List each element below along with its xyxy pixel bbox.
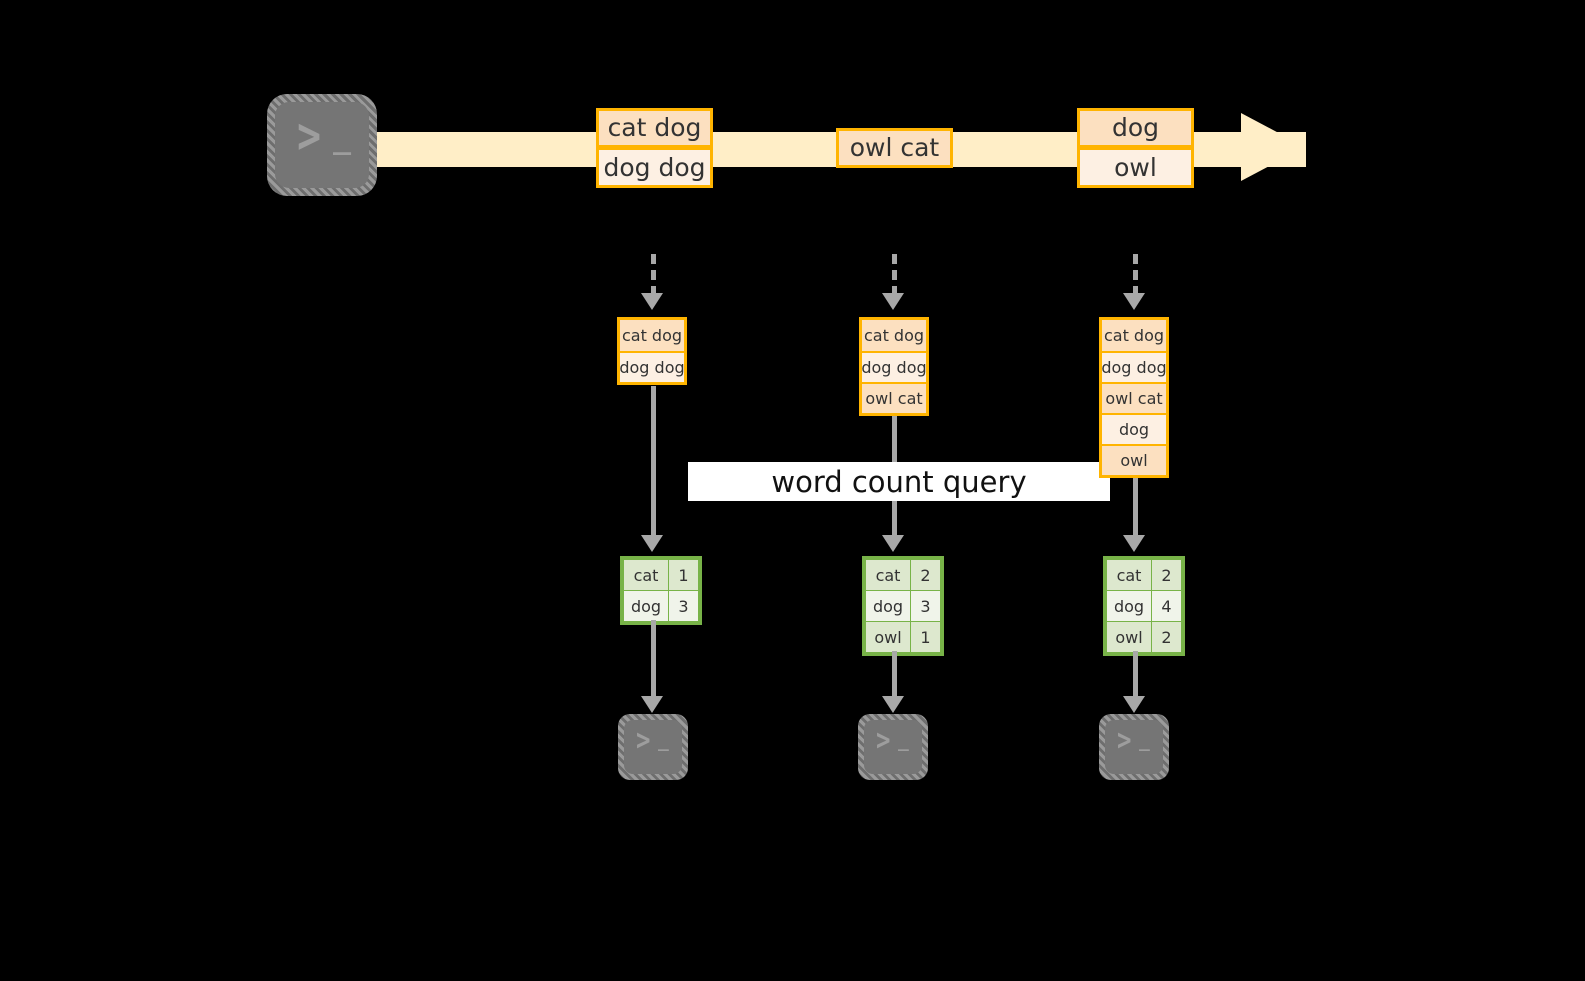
- result-word: owl: [1106, 621, 1152, 653]
- log-row: dog dog: [1101, 351, 1167, 382]
- stream-event-line: owl: [1077, 148, 1194, 188]
- query-arrow-head-icon-3: [1123, 535, 1145, 552]
- result-count: 2: [910, 559, 941, 591]
- prompt-cursor-icon: _: [333, 121, 352, 156]
- prompt-cursor-icon: _: [658, 731, 669, 752]
- sink-terminal-icon-3: > _: [1099, 714, 1169, 780]
- table-row: owl 2: [1106, 621, 1182, 653]
- log-stack-1: cat dog dog dog: [617, 317, 687, 385]
- prompt-cursor-icon: _: [898, 731, 909, 752]
- query-arrow-head-icon-2: [882, 535, 904, 552]
- log-row: dog dog: [861, 351, 927, 382]
- tap-arrow-line-3: [1133, 254, 1138, 296]
- sink-terminal-icon-2: > _: [858, 714, 928, 780]
- result-count: 1: [668, 559, 699, 591]
- table-row: owl 1: [865, 621, 941, 653]
- sink-terminal-screen: > _: [864, 720, 922, 774]
- table-row: dog 4: [1106, 590, 1182, 622]
- result-table-2: cat 2 dog 3 owl 1: [862, 556, 944, 656]
- stream-event-line: owl cat: [836, 128, 953, 168]
- result-word: cat: [623, 559, 669, 591]
- sink-arrow-head-icon-1: [641, 696, 663, 713]
- log-row: cat dog: [1102, 320, 1166, 351]
- log-row: cat dog: [862, 320, 926, 351]
- query-label-text: word count query: [771, 464, 1027, 499]
- log-row: owl cat: [862, 382, 926, 413]
- query-arrow-line-3: [1133, 477, 1138, 538]
- result-table-3: cat 2 dog 4 owl 2: [1103, 556, 1185, 656]
- prompt-chevron-icon: >: [1117, 722, 1132, 758]
- prompt-chevron-icon: >: [636, 722, 651, 758]
- result-word: owl: [865, 621, 911, 653]
- sink-arrow-line-3: [1133, 651, 1138, 698]
- stream-event-line: dog: [1077, 108, 1194, 148]
- result-count: 3: [668, 590, 699, 622]
- stream-arrow-head-icon: [1241, 113, 1305, 181]
- result-count: 2: [1151, 559, 1182, 591]
- prompt-chevron-icon: >: [876, 722, 891, 758]
- log-stack-2: cat dog dog dog owl cat: [859, 317, 929, 416]
- tap-arrow-head-icon-3: [1123, 293, 1145, 310]
- query-label-band: word count query: [688, 462, 1110, 501]
- result-table-1: cat 1 dog 3: [620, 556, 702, 625]
- log-row: owl cat: [1102, 382, 1166, 413]
- table-row: cat 1: [623, 559, 699, 591]
- tap-arrow-line-1: [651, 254, 656, 296]
- tap-arrow-head-icon-1: [641, 293, 663, 310]
- result-count: 1: [910, 621, 941, 653]
- query-arrow-head-icon-1: [641, 535, 663, 552]
- stream-event-group-3: dog owl: [1077, 108, 1194, 188]
- sink-terminal-screen: > _: [1105, 720, 1163, 774]
- result-count: 2: [1151, 621, 1182, 653]
- sink-terminal-icon-1: > _: [618, 714, 688, 780]
- tap-arrow-head-icon-2: [882, 293, 904, 310]
- result-word: dog: [1106, 590, 1152, 622]
- source-terminal-icon: > _: [267, 94, 377, 196]
- log-row: dog dog: [619, 351, 685, 382]
- stream-event-group-2: owl cat: [836, 128, 953, 168]
- log-row: owl: [1102, 444, 1166, 475]
- sink-arrow-head-icon-2: [882, 696, 904, 713]
- tap-arrow-line-2: [892, 254, 897, 296]
- log-stack-3: cat dog dog dog owl cat dog owl: [1099, 317, 1169, 478]
- source-terminal-screen: > _: [275, 102, 369, 188]
- sink-arrow-line-1: [651, 620, 656, 698]
- result-count: 4: [1151, 590, 1182, 622]
- result-word: cat: [1106, 559, 1152, 591]
- sink-arrow-line-2: [892, 651, 897, 698]
- log-row: dog: [1102, 413, 1166, 444]
- result-word: dog: [865, 590, 911, 622]
- sink-arrow-head-icon-3: [1123, 696, 1145, 713]
- log-row: cat dog: [620, 320, 684, 351]
- prompt-chevron-icon: >: [297, 107, 322, 165]
- result-count: 3: [910, 590, 941, 622]
- stream-event-group-1: cat dog dog dog: [596, 108, 713, 188]
- table-row: dog 3: [623, 590, 699, 622]
- stream-event-line: dog dog: [596, 148, 713, 188]
- query-arrow-line-1: [651, 386, 656, 538]
- stream-event-line: cat dog: [596, 108, 713, 148]
- result-word: cat: [865, 559, 911, 591]
- table-row: cat 2: [1106, 559, 1182, 591]
- prompt-cursor-icon: _: [1139, 731, 1150, 752]
- result-word: dog: [623, 590, 669, 622]
- table-row: cat 2: [865, 559, 941, 591]
- table-row: dog 3: [865, 590, 941, 622]
- sink-terminal-screen: > _: [624, 720, 682, 774]
